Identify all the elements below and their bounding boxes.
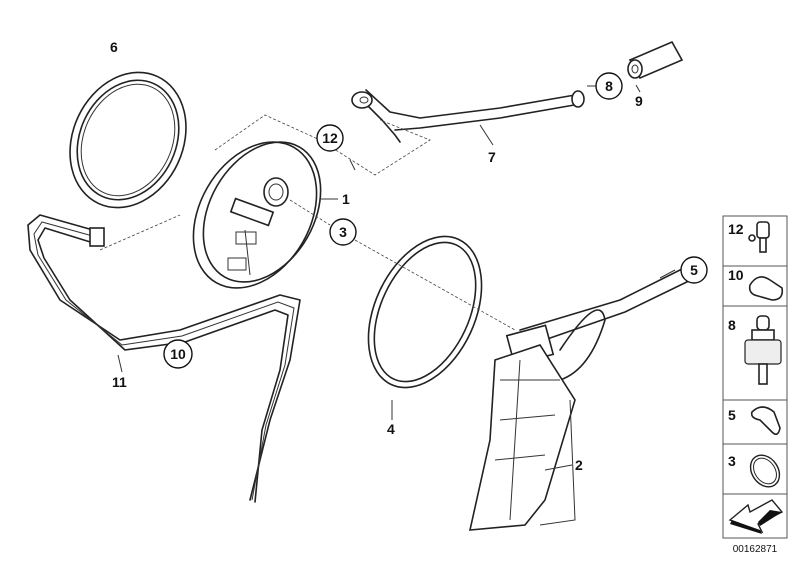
callout-5: 5 [680,256,708,284]
callout-1: 1 [342,191,350,207]
part-2-pump [468,264,696,531]
part-9-sleeve [627,40,684,80]
hose-clamp-icon [750,406,781,436]
svg-text:3: 3 [339,224,347,240]
svg-text:10: 10 [170,346,186,362]
svg-text:12: 12 [322,130,338,146]
legend-label-5: 5 [728,407,736,423]
parts-legend: 12 10 8 5 3 [722,215,788,539]
part-1-flange [192,141,322,289]
callout-4: 4 [387,421,395,437]
valve-icon [744,315,782,385]
clip-icon [748,276,784,301]
legend-label-3: 3 [728,453,736,469]
diagram-id: 00162871 [733,544,778,555]
callout-10: 10 [163,339,193,369]
callout-3: 3 [329,218,357,246]
legend-label-10: 10 [728,267,744,283]
connector-icon [748,221,770,253]
callout-9: 9 [635,93,643,109]
svg-text:5: 5 [690,262,698,278]
svg-text:8: 8 [605,78,613,94]
callout-12: 12 [316,124,344,152]
legend-label-8: 8 [728,317,736,333]
leader-lines [99,84,676,471]
legend-label-12: 12 [728,221,744,237]
part-6-seal-ring [69,71,187,209]
part-7-hose [351,89,585,143]
callout-2: 2 [575,457,583,473]
callout-7: 7 [488,149,496,165]
callout-6: 6 [110,39,118,55]
part-11-harness [27,214,301,503]
part-4-ring [367,235,483,389]
callout-11: 11 [112,374,127,390]
callout-8: 8 [595,72,623,100]
arrow-icon [728,499,784,534]
ring-icon [749,454,781,488]
